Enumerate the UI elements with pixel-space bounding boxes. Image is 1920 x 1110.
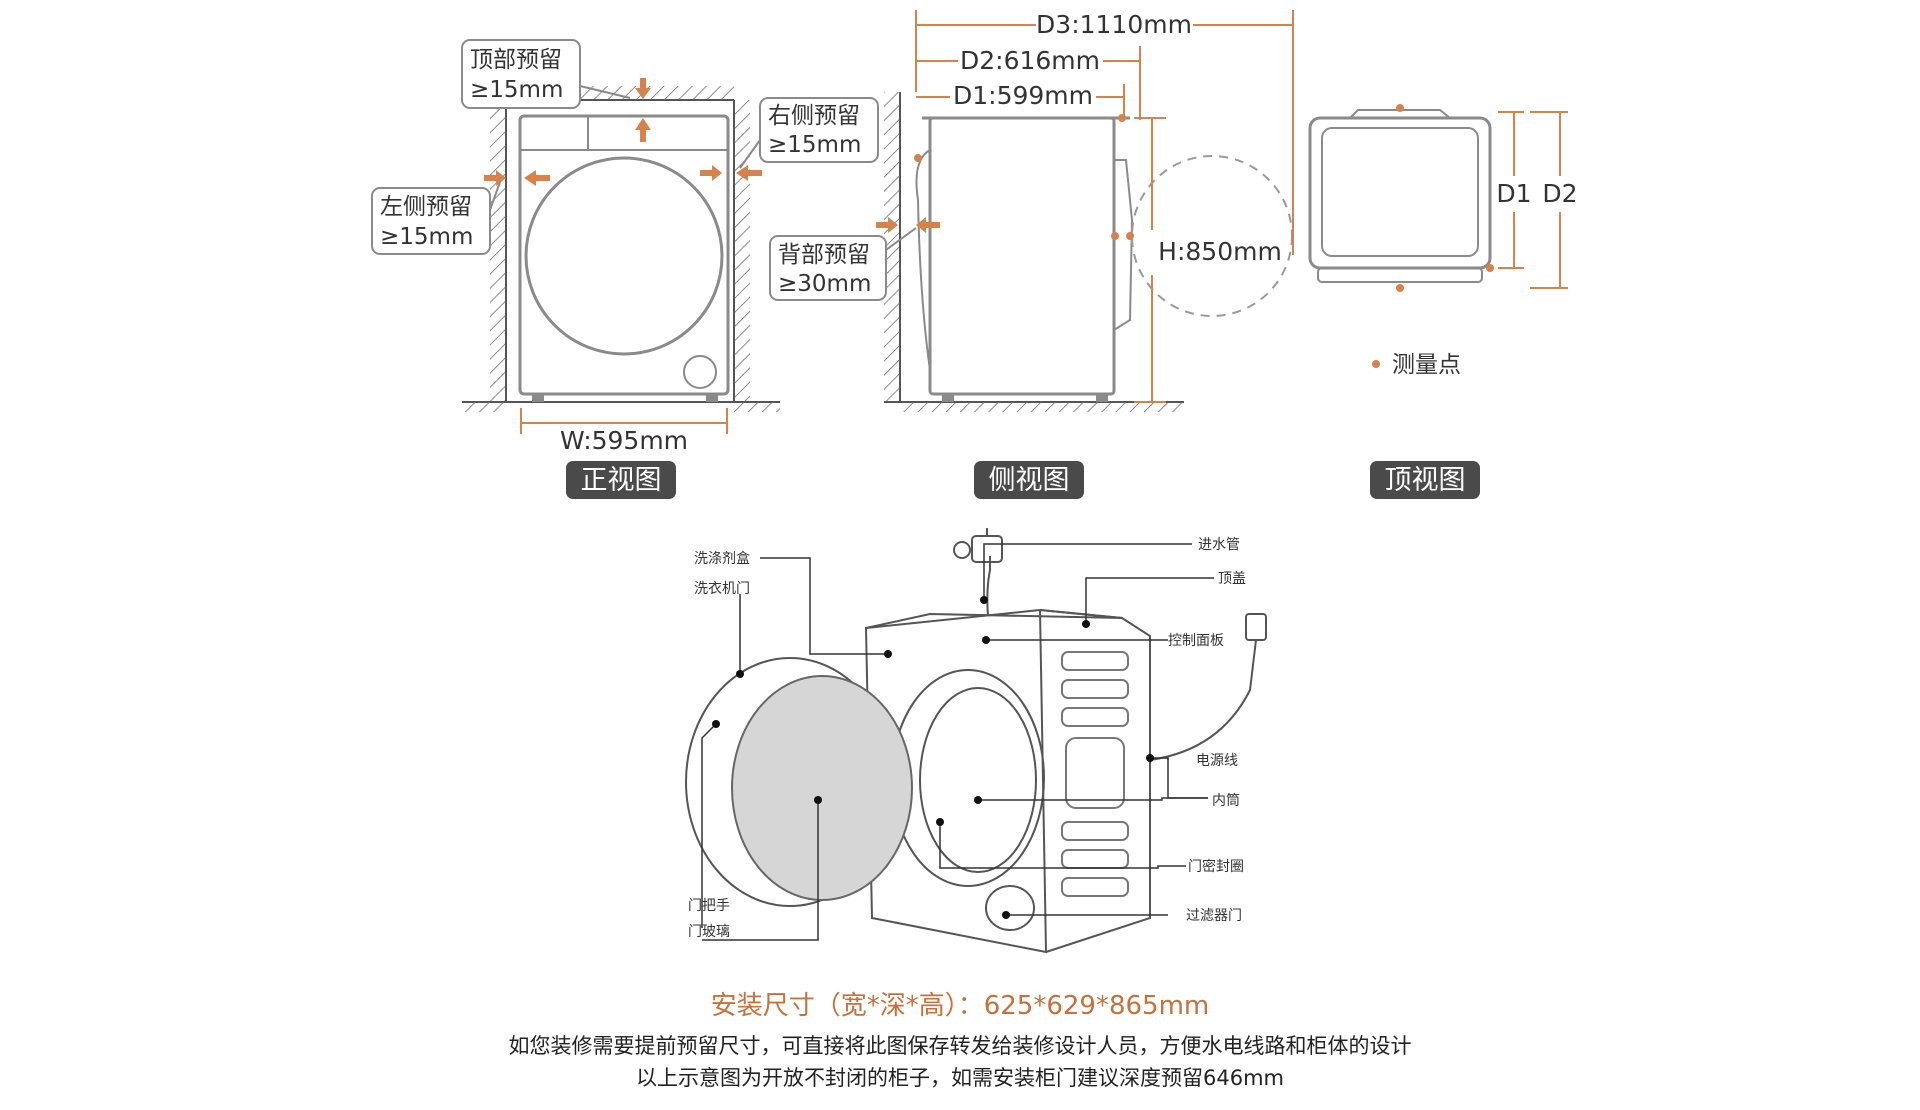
left-clearance-title: 左侧预留	[380, 194, 472, 220]
label-inlet: 进水管	[1198, 537, 1240, 553]
measure-point-legend: 测量点	[1392, 352, 1461, 378]
right-wall	[734, 100, 750, 402]
install-size-title: 安装尺寸（宽*深*高）：625*629*865mm	[710, 991, 1210, 1021]
side-machine-body	[928, 116, 1116, 396]
front-view-label: 正视图	[581, 465, 662, 496]
top-d2-label: D2	[1542, 179, 1577, 208]
d1-label: D1:599mm	[953, 81, 1093, 110]
label-glass: 门玻璃	[688, 923, 730, 940]
top-view: D1 D2 测量点 顶视图	[1308, 104, 1578, 499]
part-labels: 洗涤剂盒 洗衣机门 进水管 顶盖 控制面板 电源线 内筒 门密封圈 过滤器门 门…	[688, 537, 1246, 940]
top-clearance-value: ≥15mm	[470, 77, 563, 103]
top-clearance-callout	[461, 39, 581, 109]
front-view-badge	[566, 461, 676, 499]
caption-line-1: 如您装修需要提前预留尺寸，可直接将此图保存转发给装修设计人员，方便水电线路和柜体…	[508, 1034, 1412, 1058]
label-top-cover: 顶盖	[1218, 571, 1246, 587]
left-clearance-callout	[371, 187, 491, 255]
caption-line-2: 以上示意图为开放不封闭的柜子，如需安装柜门建议深度预留646mm	[636, 1066, 1284, 1090]
side-view-badge	[974, 461, 1084, 499]
top-machine-body	[1308, 116, 1492, 270]
label-control-panel: 控制面板	[1168, 633, 1224, 649]
height-label: H:850mm	[1158, 237, 1282, 266]
back-wall	[884, 92, 900, 402]
filter-door	[985, 885, 1035, 931]
top-view-badge	[1370, 461, 1480, 499]
label-power-cord: 电源线	[1196, 753, 1238, 769]
label-door-seal: 门密封圈	[1188, 858, 1244, 875]
label-filter-door: 过滤器门	[1186, 908, 1242, 924]
d3-label: D3:1110mm	[1036, 10, 1192, 39]
label-door: 洗衣机门	[694, 581, 750, 597]
top-d1-label: D1	[1496, 179, 1531, 208]
d2-label: D2:616mm	[960, 46, 1100, 75]
left-clearance-value: ≥15mm	[380, 224, 473, 250]
clearance-arrows-front	[484, 78, 762, 186]
back-clearance-value: ≥30mm	[778, 271, 871, 297]
measure-point-legend-dot	[1372, 360, 1380, 368]
label-drum: 内筒	[1212, 792, 1240, 809]
back-clearance-title: 背部预留	[778, 242, 870, 268]
parts-diagram	[685, 528, 1267, 954]
door-swing-circle	[1131, 155, 1293, 317]
width-dimension-line	[520, 408, 728, 434]
width-label: W:595mm	[560, 426, 688, 455]
side-view-label: 侧视图	[989, 465, 1070, 496]
top-view-label: 顶视图	[1385, 465, 1466, 496]
right-clearance-callout	[759, 97, 879, 163]
part-leader-lines	[701, 543, 1214, 941]
clearance-arrows-back	[876, 217, 940, 233]
front-view: 顶部预留 ≥15mm 右侧预留 ≥15mm 左侧预留 ≥15mm W:595mm…	[371, 39, 879, 499]
side-view: 背部预留 ≥30mm D3:1110mm D2:616mm D1:599mm H…	[769, 10, 1294, 499]
label-handle: 门把手	[688, 898, 730, 914]
drum-inner	[919, 687, 1037, 873]
top-clearance-title: 顶部预留	[470, 47, 562, 73]
right-clearance-title: 右侧预留	[768, 103, 860, 129]
front-door-circle	[524, 156, 724, 356]
top-dimension-lines	[1498, 111, 1568, 289]
door-glass	[731, 675, 913, 901]
front-machine-body	[518, 114, 730, 396]
depth-dimension-lines	[915, 10, 1294, 403]
label-detergent-box: 洗涤剂盒	[694, 550, 750, 567]
right-clearance-value: ≥15mm	[768, 132, 861, 158]
drum-opening	[891, 669, 1045, 887]
back-clearance-callout	[769, 235, 887, 301]
left-wall	[490, 100, 506, 402]
